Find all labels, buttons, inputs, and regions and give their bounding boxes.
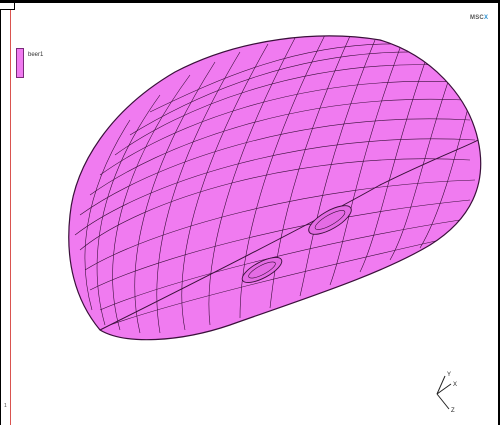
left-border bbox=[0, 10, 1, 425]
right-border bbox=[498, 3, 500, 425]
mesh-body bbox=[68, 35, 482, 341]
axis-triad: Y X Z bbox=[436, 372, 457, 414]
legend-label: beer1 bbox=[28, 52, 44, 58]
upper-hole bbox=[308, 205, 352, 235]
lower-hole bbox=[241, 257, 283, 283]
axis-z-label: Z bbox=[451, 408, 455, 414]
corner-label: 1 bbox=[4, 403, 7, 409]
top-border bbox=[0, 0, 500, 3]
legend: beer1 bbox=[16, 48, 43, 78]
legend-swatch bbox=[16, 48, 24, 78]
mesh-rim bbox=[99, 139, 479, 331]
msc-logo: MSCX bbox=[470, 15, 488, 21]
axis-y-label: Y bbox=[447, 372, 451, 378]
left-red-guide bbox=[10, 10, 11, 425]
logo-x-mark: X bbox=[483, 15, 489, 21]
mesh-grid bbox=[74, 35, 476, 334]
logo-text: MSC bbox=[470, 15, 484, 21]
upper-hole-inner bbox=[314, 210, 346, 230]
top-left-notch bbox=[0, 3, 15, 10]
lower-hole-inner bbox=[248, 261, 276, 279]
axis-x-label: X bbox=[453, 382, 457, 388]
